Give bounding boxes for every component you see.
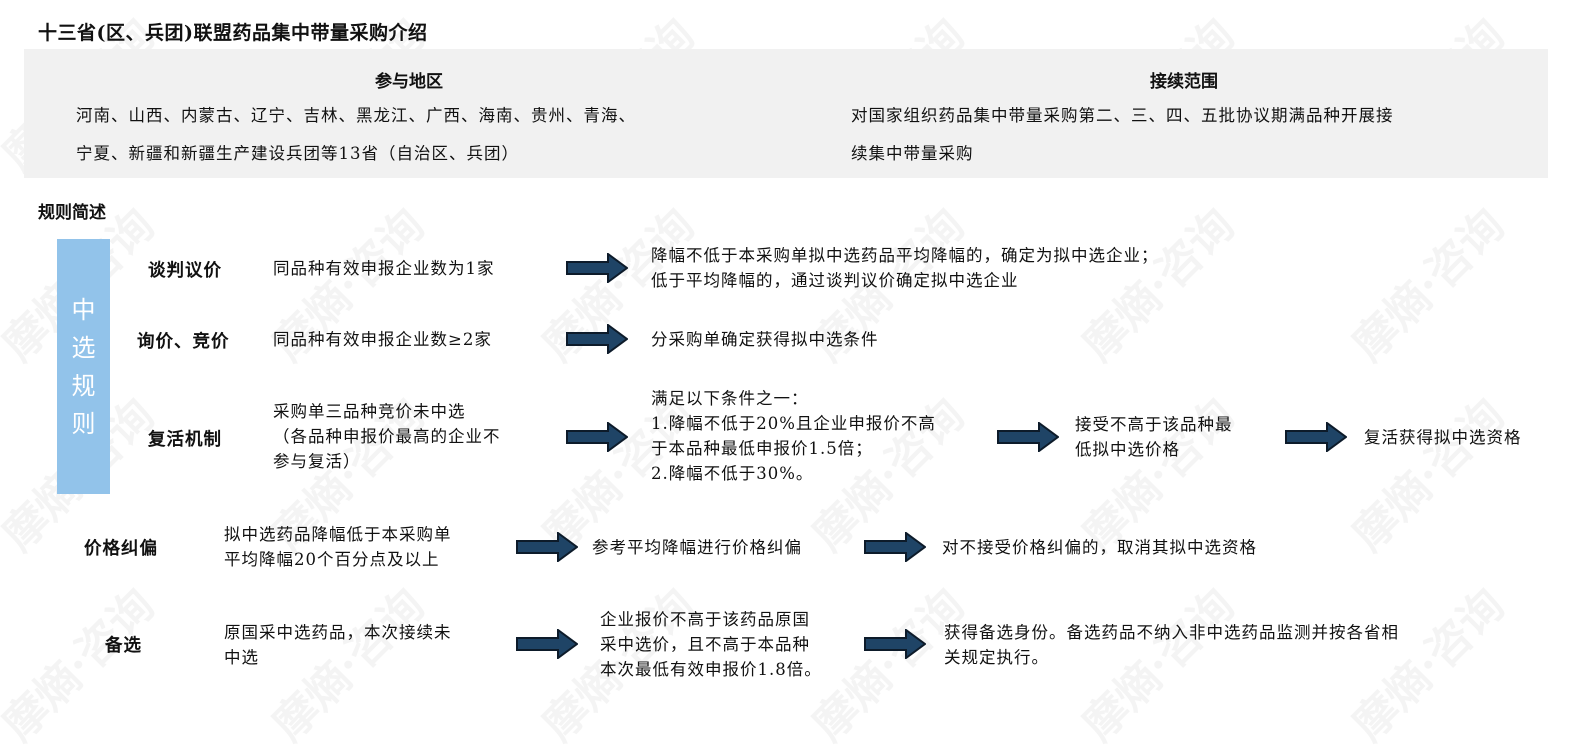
watermark-text: 摩熵·咨询 bbox=[0, 572, 166, 752]
negotiation-label: 谈判议价 bbox=[148, 261, 222, 281]
negotiation-condition: 同品种有效申报企业数为1家 bbox=[273, 259, 495, 278]
inquiry-bidding-condition: 同品种有效申报企业数≥2家 bbox=[273, 330, 492, 349]
revival-condition: 采购单三品种竞价未中选 （各品种申报价最高的企业不 参与复活） bbox=[273, 402, 501, 471]
arrow-right-icon bbox=[566, 253, 628, 283]
arrow-right-icon bbox=[864, 532, 926, 562]
backup-step3: 获得备选身份。备选药品不纳入非中选药品监测并按各省相 关规定执行。 bbox=[944, 623, 1399, 667]
arrow-right-icon bbox=[864, 629, 926, 659]
backup-condition: 原国采中选药品，本次接续未 中选 bbox=[224, 623, 452, 667]
arrow-right-icon bbox=[566, 324, 628, 354]
continuation-scope-text: 对国家组织药品集中带量采购第二、三、四、五批协议期满品种开展接 续集中带量采购 bbox=[851, 106, 1394, 163]
price-correction-step2: 参考平均降幅进行价格纠偏 bbox=[592, 538, 802, 557]
price-correction-step3: 对不接受价格纠偏的，取消其拟中选资格 bbox=[942, 538, 1257, 557]
arrow-right-icon bbox=[1285, 422, 1347, 452]
selection-rules-group-label: 中 选 规 则 bbox=[57, 239, 110, 494]
arrow-right-icon bbox=[997, 422, 1059, 452]
arrow-right-icon bbox=[516, 532, 578, 562]
revival-criteria: 满足以下条件之一： 1.降幅不低于20%且企业申报价不高 于本品种最低申报价1.… bbox=[651, 389, 936, 483]
participating-regions-heading: 参与地区 bbox=[375, 72, 443, 92]
continuation-scope-heading: 接续范围 bbox=[1150, 72, 1218, 92]
inquiry-bidding-result: 分采购单确定获得拟中选条件 bbox=[651, 330, 879, 349]
arrow-right-icon bbox=[516, 629, 578, 659]
watermark-text: 摩熵·咨询 bbox=[1335, 192, 1516, 373]
revival-mechanism-label: 复活机制 bbox=[148, 430, 222, 450]
rules-section-title: 规则简述 bbox=[38, 203, 106, 223]
revival-step2: 接受不高于该品种最 低拟中选价格 bbox=[1075, 415, 1233, 459]
intro-panel: 参与地区 河南、山西、内蒙古、辽宁、吉林、黑龙江、广西、海南、贵州、青海、 宁夏… bbox=[24, 49, 1548, 178]
inquiry-bidding-label: 询价、竞价 bbox=[137, 332, 230, 352]
arrow-right-icon bbox=[566, 422, 628, 452]
price-correction-label: 价格纠偏 bbox=[84, 539, 158, 559]
price-correction-condition: 拟中选药品降幅低于本采购单 平均降幅20个百分点及以上 bbox=[224, 525, 452, 569]
negotiation-result: 降幅不低于本采购单拟中选药品平均降幅的，确定为拟中选企业； 低于平均降幅的，通过… bbox=[651, 246, 1159, 290]
revival-step3: 复活获得拟中选资格 bbox=[1364, 428, 1522, 447]
page-title: 十三省(区、兵团)联盟药品集中带量采购介绍 bbox=[38, 22, 428, 44]
backup-label: 备选 bbox=[105, 636, 142, 656]
backup-step2: 企业报价不高于该药品原国 采中选价，且不高于本品种 本次最低有效申报价1.8倍。 bbox=[600, 610, 822, 679]
participating-regions-text: 河南、山西、内蒙古、辽宁、吉林、黑龙江、广西、海南、贵州、青海、 宁夏、新疆和新… bbox=[76, 106, 636, 163]
watermark-text: 摩熵·咨询 bbox=[1335, 382, 1516, 563]
